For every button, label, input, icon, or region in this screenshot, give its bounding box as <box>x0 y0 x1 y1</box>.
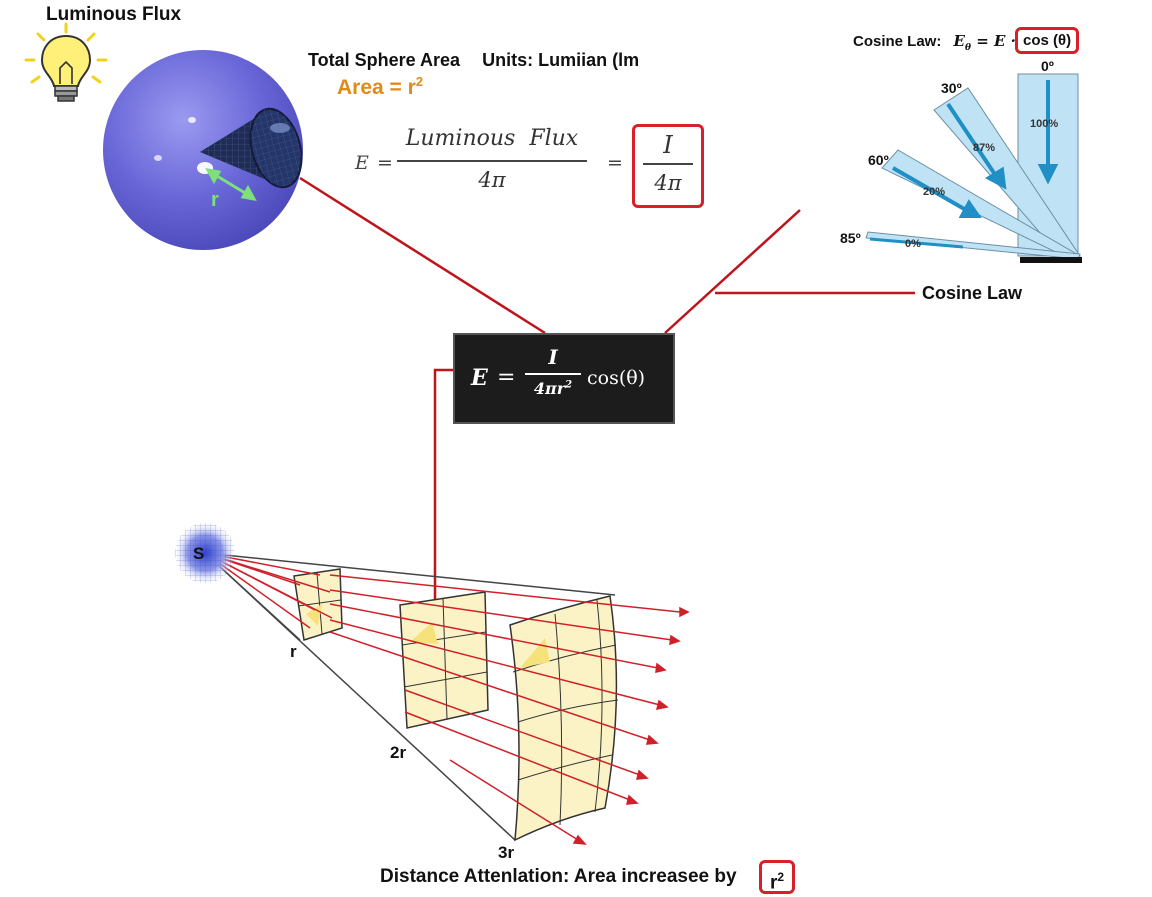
arrow-60-deg <box>892 166 967 212</box>
distance-caption: Distance Attenlation: Area increasee by <box>380 866 737 887</box>
central-formula-tail: cos(θ) <box>587 367 646 389</box>
distance-boxed-exp: 2 <box>777 870 785 884</box>
beam-angle-85: 85º <box>840 230 861 246</box>
distance-label-2r: 2r <box>390 743 406 762</box>
arrow-30-deg <box>946 102 998 178</box>
flux-formula-equals-2: = <box>607 152 623 174</box>
area-exponent: 2 <box>415 74 424 89</box>
central-formula-denominator: 4πr <box>533 379 566 398</box>
radius-label: r <box>211 189 219 211</box>
flux-formula-numerator: Luminous Flux <box>405 126 579 151</box>
distance-boxed-base: r <box>769 872 778 894</box>
cosine-equation-lhs: E <box>953 32 965 50</box>
cosine-equation-mid: = E · <box>976 32 1016 50</box>
area-panel-2r <box>399 591 489 729</box>
beam-angle-30: 30º <box>941 80 962 96</box>
cosine-beam-diagram <box>865 73 1082 263</box>
connector-sphere-to-formula <box>299 176 546 335</box>
beam-percent-60: 20% <box>923 186 946 198</box>
boxed-fraction-bar <box>643 163 693 165</box>
source-label: S <box>193 544 204 563</box>
cosine-law-callout: Cosine Law <box>922 283 1023 303</box>
area-panel-3r <box>509 595 619 842</box>
connector-cosine-to-formula <box>664 209 801 334</box>
surface-bar <box>1020 257 1082 263</box>
connector-distance-to-formula <box>433 368 453 628</box>
flux-sphere-illustration: r <box>103 50 303 250</box>
cosine-law-heading: Cosine Law: <box>853 33 942 50</box>
flux-formula-denominator: 4π <box>478 167 506 192</box>
beam-percent-30: 87% <box>973 142 996 154</box>
central-formula-box: E = I 4πr2 cos(θ) <box>453 333 675 424</box>
area-formula: Area = r <box>337 76 416 99</box>
beam-percent-85: 0% <box>905 238 921 250</box>
central-formula-lhs: E <box>471 365 488 391</box>
lightbulb-icon <box>24 22 108 102</box>
flux-formula-boxed-term: I 4π <box>632 124 704 208</box>
distance-label-r: r <box>290 642 297 661</box>
cosine-boxed-term: cos (θ) <box>1015 27 1080 54</box>
luminous-flux-title: Luminous Flux <box>46 4 182 25</box>
beam-60-deg <box>881 149 1082 259</box>
flux-formula-equals: = <box>377 152 393 174</box>
beam-percent-0: 100% <box>1030 118 1059 130</box>
arrow-85-deg <box>869 237 964 249</box>
central-formula-fraction-bar <box>525 373 581 375</box>
boxed-denominator: 4π <box>654 170 682 195</box>
beam-angle-0: 0º <box>1041 58 1054 74</box>
area-panel-r <box>293 568 343 641</box>
central-formula-denominator-exp: 2 <box>565 379 573 391</box>
flux-formula-lhs: E <box>355 152 369 174</box>
beam-85-deg <box>865 231 1081 260</box>
distance-attenuation-diagram: S r 2r 3r <box>175 523 690 860</box>
beam-angle-60: 60º <box>868 152 889 168</box>
central-formula-equals: = <box>497 365 516 390</box>
flux-formula-fraction-bar <box>397 160 587 162</box>
boxed-numerator: I <box>663 131 673 159</box>
units-label: Units: Lumiian (lm <box>482 50 640 70</box>
central-formula-numerator: I <box>548 345 558 369</box>
distance-label-3r: 3r <box>498 843 514 860</box>
cosine-equation-sub: θ <box>964 43 971 53</box>
sphere-area-heading: Total Sphere Area <box>308 50 461 70</box>
distance-boxed-term: r2 <box>759 860 795 894</box>
flux-formula: E = Luminous Flux 4π = I 4π <box>355 124 715 216</box>
